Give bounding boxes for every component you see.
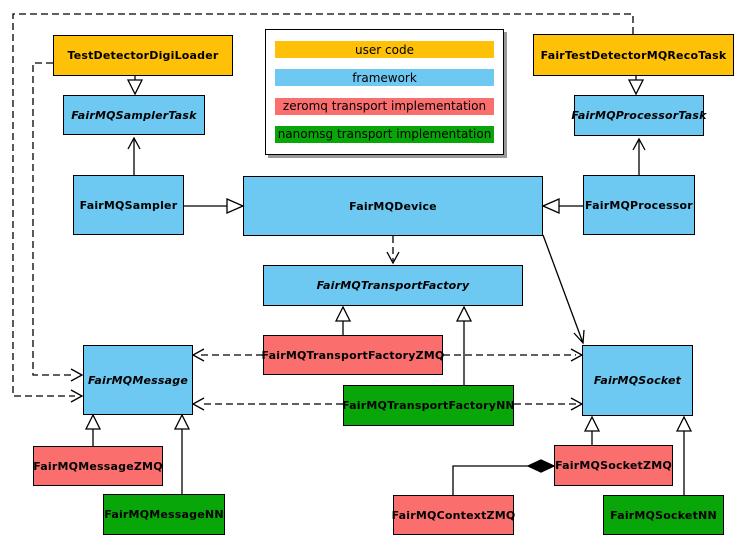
node-fairmq-socket-nn: FairMQSocketNN: [603, 495, 724, 535]
legend-item-framework: framework: [275, 69, 494, 87]
edge-processor-uses-processortask: [632, 137, 646, 175]
edge-recotask-inherits-processortask: [627, 76, 645, 96]
node-fair-test-detector-mq-reco-task: FairTestDetectorMQRecoTask: [533, 34, 734, 76]
node-label: FairMQSocketZMQ: [555, 459, 672, 472]
node-label: FairMQMessageNN: [104, 508, 224, 521]
node-fairmq-sampler: FairMQSampler: [73, 175, 184, 235]
edge-socketzmq-inherits-socket: [583, 415, 601, 445]
edge-factoryzmq-depends-socket: [443, 348, 584, 362]
node-label: FairMQProcessorTask: [571, 109, 707, 122]
edge-socketnn-inherits-socket: [675, 415, 693, 495]
node-label: FairMQContextZMQ: [391, 508, 516, 522]
node-label: FairMQSamplerTask: [71, 108, 197, 122]
edge-device-depends-transportfactory: [386, 236, 400, 265]
edge-factorynn-inherits-factory: [455, 305, 473, 385]
node-fairmq-transport-factory-zmq: FairMQTransportFactoryZMQ: [261, 335, 445, 375]
edge-factorynn-depends-socket: [514, 397, 584, 411]
node-label: FairMQSampler: [79, 198, 178, 212]
node-label: FairMQTransportFactoryZMQ: [261, 348, 445, 362]
node-label: TestDetectorDigiLoader: [67, 49, 219, 62]
node-fairmq-transport-factory-nn: FairMQTransportFactoryNN: [342, 385, 515, 426]
legend-item-zeromq: zeromq transport implementation: [275, 97, 494, 115]
legend-item-nanomsg: nanomsg transport implementation: [275, 125, 494, 143]
legend-label: framework: [352, 70, 417, 85]
legend: user code framework zeromq transport imp…: [265, 29, 504, 155]
node-fairmq-sampler-task: FairMQSamplerTask: [63, 95, 205, 135]
edge-factoryzmq-inherits-factory: [334, 305, 352, 335]
node-fairmq-socket-zmq: FairMQSocketZMQ: [554, 445, 673, 486]
node-label: FairMQTransportFactory: [316, 279, 470, 292]
legend-label: zeromq transport implementation: [282, 99, 487, 114]
edge-messagenn-inherits-message: [173, 413, 191, 494]
node-label: FairMQDevice: [349, 199, 437, 213]
node-fairmq-device: FairMQDevice: [243, 176, 543, 236]
node-label: FairMQMessageZMQ: [33, 459, 163, 473]
node-fairmq-context-zmq: FairMQContextZMQ: [391, 495, 516, 535]
edge-contextzmq-composition-socketzmq: [452, 459, 556, 495]
edge-processor-inherits-device: [541, 198, 583, 214]
edge-messagezmq-inherits-message: [84, 413, 102, 446]
node-fairmq-processor-task: FairMQProcessorTask: [571, 95, 707, 136]
node-label: FairMQSocket: [593, 374, 682, 387]
edge-digiloader-inherits-samplertask: [126, 76, 144, 96]
legend-item-user-code: user code: [275, 41, 494, 59]
edge-factoryzmq-depends-message: [191, 348, 263, 362]
node-label: FairMQProcessor: [585, 198, 693, 212]
node-fairmq-transport-factory: FairMQTransportFactory: [263, 265, 523, 306]
node-fairmq-message-zmq: FairMQMessageZMQ: [33, 446, 163, 486]
legend-label: user code: [355, 42, 414, 57]
node-fairmq-processor: FairMQProcessor: [583, 175, 695, 235]
legend-label: nanomsg transport implementation: [277, 127, 492, 142]
edge-sampler-uses-samplertask: [127, 136, 141, 175]
node-fairmq-socket: FairMQSocket: [582, 345, 693, 416]
node-fairmq-message: FairMQMessage: [83, 345, 193, 415]
edge-factorynn-depends-message: [191, 397, 343, 411]
edge-device-uses-socket: [542, 234, 585, 345]
node-label: FairMQTransportFactoryNN: [342, 399, 515, 412]
node-test-detector-digi-loader: TestDetectorDigiLoader: [53, 35, 233, 76]
edge-sampler-inherits-device: [184, 198, 245, 214]
node-label: FairMQMessage: [87, 373, 189, 387]
node-fairmq-message-nn: FairMQMessageNN: [103, 494, 225, 535]
node-label: FairMQSocketNN: [610, 508, 717, 522]
node-label: FairTestDetectorMQRecoTask: [540, 48, 727, 62]
